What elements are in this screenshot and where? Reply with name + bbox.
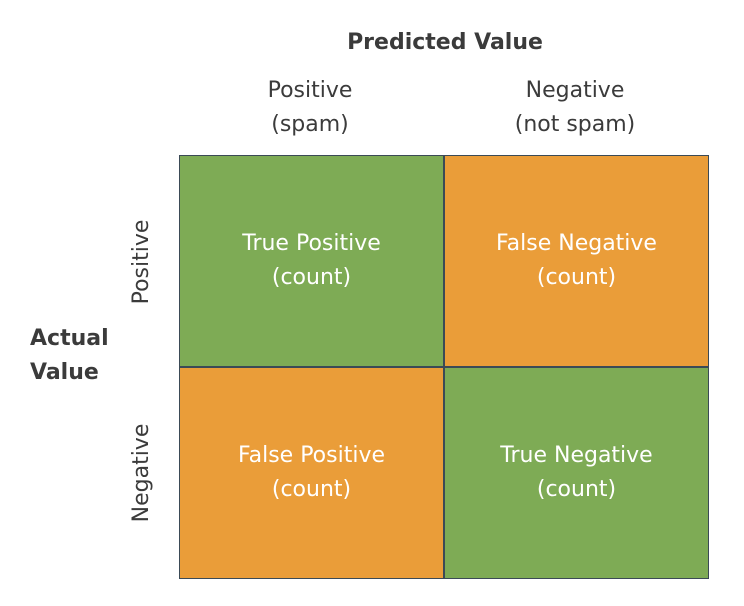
cell-true-positive-label: True Positive bbox=[242, 231, 381, 256]
column-header-negative: Negative (not spam) bbox=[465, 74, 685, 142]
cell-false-negative-count: (count) bbox=[536, 265, 617, 290]
actual-value-title-line1: Actual bbox=[30, 326, 109, 351]
column-header-negative-label: Negative bbox=[525, 78, 625, 103]
row-header-positive: Positive bbox=[129, 219, 154, 305]
column-header-positive-sublabel: (spam) bbox=[271, 112, 349, 137]
column-header-positive-label: Positive bbox=[267, 78, 353, 103]
cell-true-positive-count: (count) bbox=[271, 265, 352, 290]
confusion-matrix: True Positive (count) False Negative (co… bbox=[179, 155, 709, 579]
cell-true-negative-label: True Negative bbox=[500, 443, 653, 468]
cell-false-negative-label: False Negative bbox=[496, 231, 657, 256]
cell-true-negative: True Negative (count) bbox=[444, 367, 709, 579]
actual-value-title: Actual Value bbox=[30, 322, 150, 390]
cell-false-positive: False Positive (count) bbox=[179, 367, 444, 579]
cell-false-positive-label: False Positive bbox=[237, 443, 386, 468]
column-header-positive: Positive (spam) bbox=[200, 74, 420, 142]
actual-value-title-line2: Value bbox=[30, 360, 99, 385]
cell-true-positive: True Positive (count) bbox=[179, 155, 444, 367]
column-header-negative-sublabel: (not spam) bbox=[514, 112, 636, 137]
row-header-negative: Negative bbox=[129, 423, 154, 523]
cell-true-negative-count: (count) bbox=[536, 477, 617, 502]
cell-false-positive-count: (count) bbox=[271, 477, 352, 502]
predicted-value-title: Predicted Value bbox=[347, 30, 543, 55]
cell-false-negative: False Negative (count) bbox=[444, 155, 709, 367]
